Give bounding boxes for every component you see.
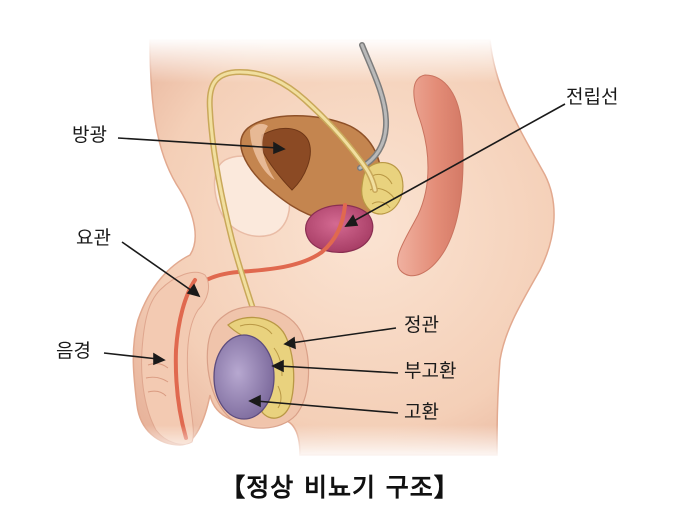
leader-urethra [121, 241, 196, 294]
label-bladder: 방광 [72, 124, 107, 146]
diagram-caption: 【정상 비뇨기 구조】 [220, 473, 460, 502]
arrowhead-testis [248, 394, 261, 408]
leader-seminal-vesicle [351, 103, 566, 223]
arrowhead-penis [153, 352, 166, 366]
epididymis-folds [239, 323, 283, 409]
rectum [397, 74, 464, 277]
leader-lines [103, 103, 566, 414]
arrowhead-vas-deferens [283, 336, 296, 350]
arrowhead-urethra [186, 283, 201, 298]
vas-deferens-inner [208, 70, 377, 332]
leader-epididymis [278, 365, 399, 374]
foreskin-folds [145, 363, 169, 397]
testis [213, 334, 275, 420]
fade-bottom [130, 425, 550, 460]
leader-testis [255, 400, 399, 414]
label-seminal-vesicle: 전립선 [566, 86, 619, 108]
fade-top [140, 38, 560, 83]
arrowhead-seminal-vesicle [344, 214, 359, 227]
penis-urethra [173, 278, 197, 440]
leader-penis [103, 352, 159, 360]
arrowhead-epididymis [271, 359, 284, 373]
arrowhead-bladder [273, 141, 286, 155]
label-epididymis: 부고환 [404, 360, 457, 382]
ureter-tube-inner [358, 43, 388, 170]
leader-bladder [117, 137, 279, 149]
label-urethra: 요관 [76, 227, 111, 249]
label-testis: 고환 [404, 401, 439, 423]
label-penis: 음경 [56, 340, 91, 362]
leader-vas-deferens [290, 327, 397, 344]
bladder-wall-light [250, 123, 275, 180]
label-vas-deferens: 정관 [404, 314, 439, 336]
